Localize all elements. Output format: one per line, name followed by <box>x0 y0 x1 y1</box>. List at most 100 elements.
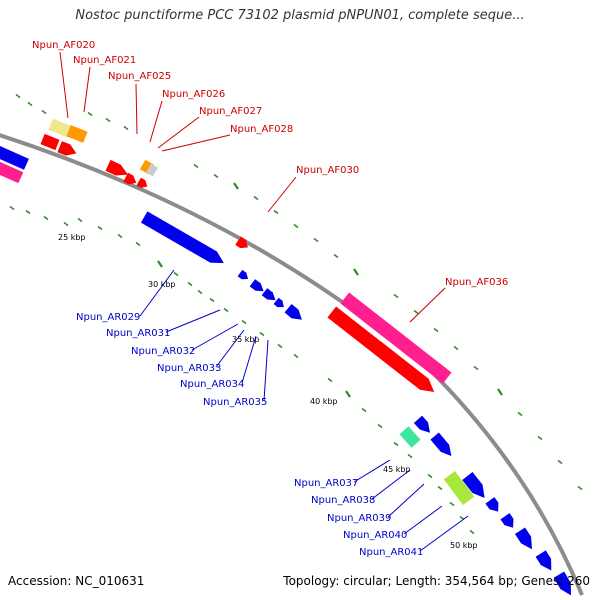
gene-reverse-a <box>0 144 29 170</box>
label-npun-ar039[interactable]: Npun_AR039 <box>327 513 391 524</box>
tick-mark <box>577 485 583 491</box>
label-npun-af036[interactable]: Npun_AF036 <box>445 277 508 288</box>
gene-npun-ar038 <box>430 432 452 456</box>
gene-npun-ar034 <box>273 297 284 308</box>
gene-forward-b <box>57 141 77 156</box>
gene-npun-af030 <box>235 236 248 249</box>
leader-line-forward <box>135 83 138 135</box>
leader-line-forward <box>83 66 91 113</box>
label-npun-af026[interactable]: Npun_AF026 <box>162 89 225 100</box>
scale-label-25kbp: 25 kbp <box>58 233 86 242</box>
tick-mark <box>77 217 83 223</box>
label-npun-ar037[interactable]: Npun_AR037 <box>294 478 358 489</box>
tick-mark <box>469 529 475 535</box>
label-npun-af025[interactable]: Npun_AF025 <box>108 71 171 82</box>
tick-mark <box>27 101 33 107</box>
tick-mark <box>63 221 69 227</box>
gene-npun-ar033-group <box>261 288 276 301</box>
label-npun-ar029[interactable]: Npun_AR029 <box>76 312 140 323</box>
tick-mark <box>273 209 279 215</box>
scale-label-40kbp: 40 kbp <box>310 397 338 406</box>
tick-marks <box>9 93 583 535</box>
gene-npun-af036-group <box>340 292 452 384</box>
gene-forward-b-group <box>57 141 77 156</box>
gene-npun-ar029-group <box>140 211 224 263</box>
label-npun-ar033[interactable]: Npun_AR033 <box>157 363 221 374</box>
tick-mark <box>497 388 503 396</box>
gene-reverse-d <box>514 527 532 550</box>
tick-mark <box>41 109 47 115</box>
leader-line-forward <box>161 134 231 152</box>
label-npun-ar032[interactable]: Npun_AR032 <box>131 346 195 357</box>
leader-line-reverse <box>387 483 425 518</box>
gene-npun-ar029 <box>140 211 224 263</box>
gene-npun-af020-group <box>48 118 72 138</box>
scale-label-35kbp: 35 kbp <box>232 335 260 344</box>
label-npun-af020[interactable]: Npun_AF020 <box>32 40 95 51</box>
map-title: Nostoc punctiforme PCC 73102 plasmid pNP… <box>75 8 525 23</box>
tick-mark <box>173 271 179 277</box>
tick-mark <box>193 163 199 169</box>
gene-npun-af026-group <box>136 177 148 188</box>
tick-mark <box>353 268 359 276</box>
gene-reverse-b <box>413 415 431 433</box>
gene-reverse-d-group <box>514 527 532 550</box>
tick-mark <box>377 423 383 429</box>
gene-forward-large-group <box>327 306 435 393</box>
tick-mark <box>123 125 129 131</box>
gene-npun-af028 <box>146 163 158 177</box>
tick-mark <box>43 215 49 221</box>
tick-mark <box>407 453 413 459</box>
gene-reverse-f-group <box>553 571 571 596</box>
summary-text: Topology: circular; Length: 354,564 bp; … <box>283 574 590 588</box>
gene-npun-af026 <box>136 177 148 188</box>
leader-line-reverse <box>419 515 469 552</box>
tick-mark <box>253 195 259 201</box>
label-npun-af027[interactable]: Npun_AF027 <box>199 106 262 117</box>
tick-mark <box>537 435 543 441</box>
tick-mark <box>135 241 141 247</box>
gene-npun-ar032-group <box>249 279 264 292</box>
leader-line-forward <box>149 100 163 143</box>
gene-npun-af021-group <box>66 125 88 143</box>
label-npun-ar038[interactable]: Npun_AR038 <box>311 495 375 506</box>
tick-mark <box>9 205 15 211</box>
gene-npun-ar032 <box>249 279 264 292</box>
gene-forward-a-group <box>40 133 60 151</box>
gene-npun-af025-group <box>105 159 128 176</box>
gene-reverse-e <box>535 550 552 571</box>
gene-npun-ar034-group <box>273 297 284 308</box>
tick-mark <box>413 309 419 315</box>
leader-line-reverse <box>191 323 239 351</box>
gene-forward-large <box>327 306 435 393</box>
label-npun-ar034[interactable]: Npun_AR034 <box>180 379 244 390</box>
gene-magenta-edge <box>0 160 24 184</box>
gene-npun-af020 <box>48 118 72 138</box>
tick-mark <box>453 345 459 351</box>
gene-npun-ar035 <box>284 304 302 320</box>
label-npun-ar041[interactable]: Npun_AR041 <box>359 547 423 558</box>
gene-npun-af030-group <box>235 236 248 249</box>
gene-npun-af036 <box>340 292 452 384</box>
gene-npun-af025 <box>105 159 128 176</box>
label-npun-ar040[interactable]: Npun_AR040 <box>343 530 407 541</box>
gene-npun-ar033 <box>261 288 276 301</box>
leader-line-forward <box>267 176 297 213</box>
scale-label-30kbp: 30 kbp <box>148 280 176 289</box>
gene-reverse-c-group <box>500 513 514 528</box>
tick-mark <box>197 289 203 295</box>
label-npun-af021[interactable]: Npun_AF021 <box>73 55 136 66</box>
gene-npun-ar037-group <box>399 426 421 448</box>
label-npun-af028[interactable]: Npun_AF028 <box>230 124 293 135</box>
tick-mark <box>277 343 283 349</box>
tick-mark <box>345 390 351 398</box>
tick-mark <box>517 411 523 417</box>
label-npun-ar031[interactable]: Npun_AR031 <box>106 328 170 339</box>
tick-mark <box>333 253 339 259</box>
label-npun-ar035[interactable]: Npun_AR035 <box>203 397 267 408</box>
tick-mark <box>557 459 563 465</box>
label-npun-af030[interactable]: Npun_AF030 <box>296 165 359 176</box>
gene-features <box>0 118 571 596</box>
gene-npun-ar031-group <box>237 269 249 280</box>
tick-mark <box>187 281 193 287</box>
